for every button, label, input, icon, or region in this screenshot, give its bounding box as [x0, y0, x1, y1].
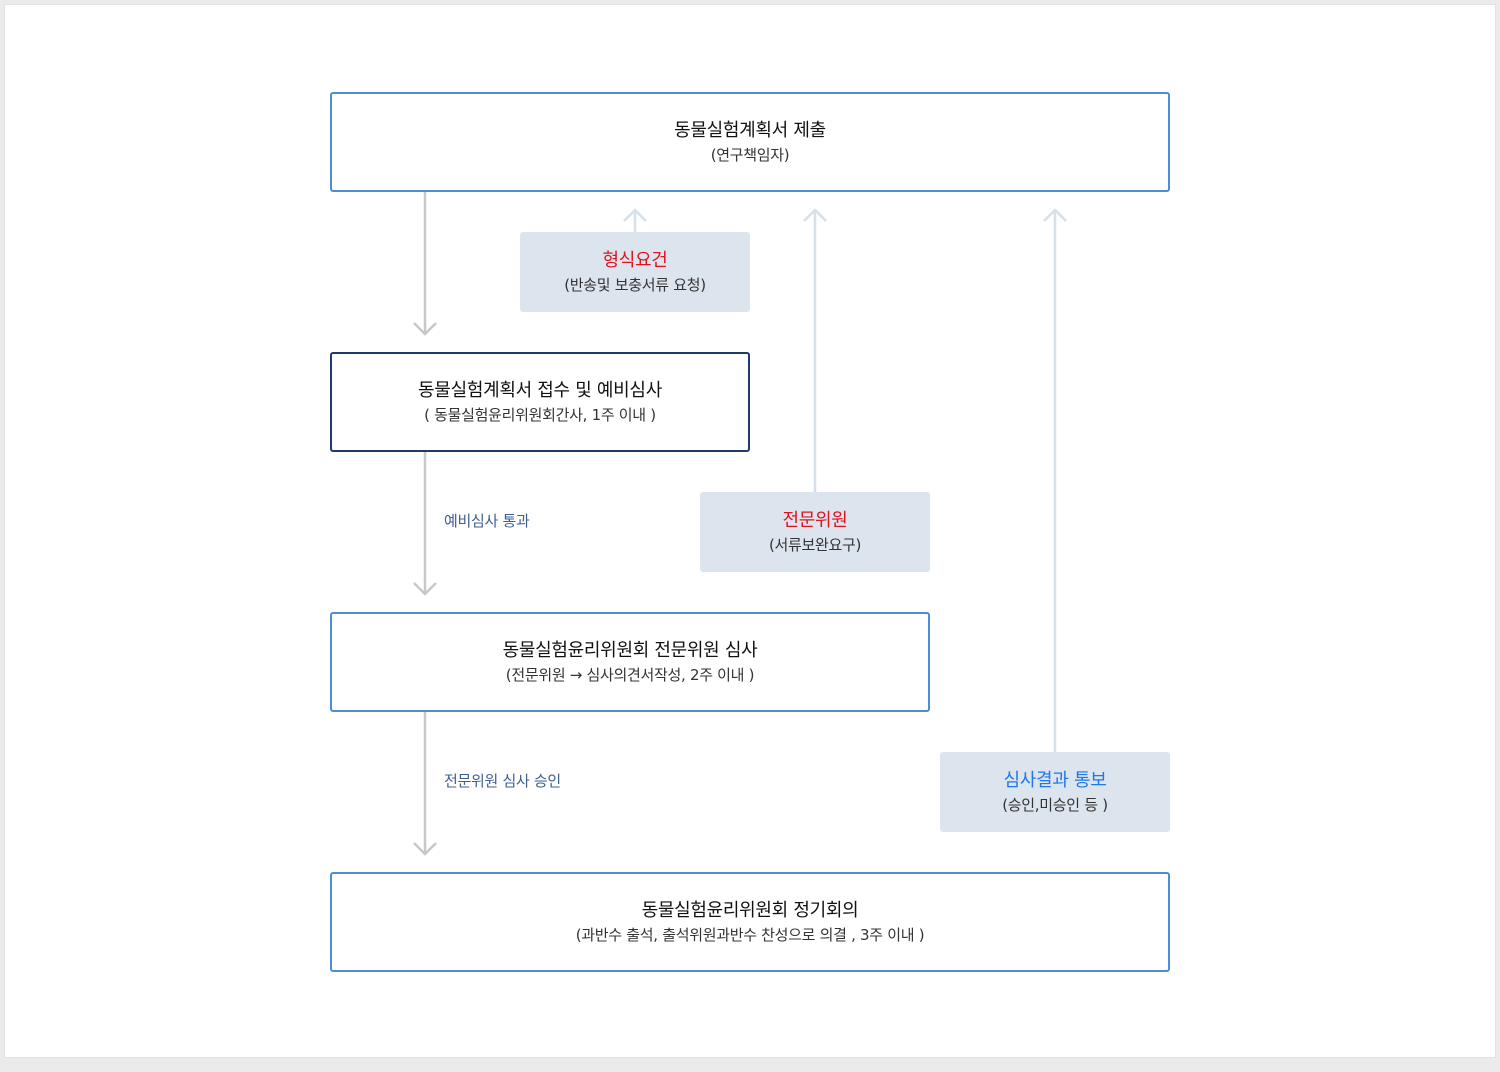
- feedback-subtitle: (승인,미승인 등 ): [1002, 796, 1108, 814]
- up-arrow-expert: [803, 208, 827, 492]
- feedback-review-result: 심사결과 통보 (승인,미승인 등 ): [940, 752, 1170, 832]
- edge-label-expert-approved: 전문위원 심사 승인: [444, 772, 561, 790]
- down-arrow-2: [413, 452, 437, 596]
- down-arrow-3: [413, 712, 437, 856]
- feedback-title: 심사결과 통보: [1003, 770, 1107, 791]
- step-receipt-preliminary-review: 동물실험계획서 접수 및 예비심사 ( 동물실험윤리위원회간사, 1주 이내 ): [330, 352, 750, 452]
- step-subtitle: (과반수 출석, 출석위원과반수 찬성으로 의결 , 3주 이내 ): [575, 926, 925, 944]
- edge-label-preliminary-passed: 예비심사 통과: [444, 512, 530, 530]
- step-submit-plan: 동물실험계획서 제출 (연구책임자): [330, 92, 1170, 192]
- step-subtitle: (전문위원 → 심사의견서작성, 2주 이내 ): [505, 666, 755, 684]
- up-arrow-result: [1043, 208, 1067, 752]
- feedback-title: 형식요건: [602, 250, 668, 271]
- feedback-expert-member: 전문위원 (서류보완요구): [700, 492, 930, 572]
- feedback-title: 전문위원: [782, 510, 848, 531]
- feedback-subtitle: (서류보완요구): [768, 536, 862, 554]
- step-subtitle: ( 동물실험윤리위원회간사, 1주 이내 ): [424, 406, 656, 424]
- feedback-subtitle: (반송및 보충서류 요청): [564, 276, 706, 294]
- step-title: 동물실험윤리위원회 전문위원 심사: [502, 640, 758, 661]
- down-arrow-1: [413, 192, 437, 336]
- step-regular-meeting: 동물실험윤리위원회 정기회의 (과반수 출석, 출석위원과반수 찬성으로 의결 …: [330, 872, 1170, 972]
- step-subtitle: (연구책임자): [710, 146, 790, 164]
- step-title: 동물실험계획서 접수 및 예비심사: [418, 380, 662, 401]
- step-title: 동물실험윤리위원회 정기회의: [641, 900, 859, 921]
- up-arrow-formal: [623, 208, 647, 232]
- feedback-formal-requirements: 형식요건 (반송및 보충서류 요청): [520, 232, 750, 312]
- step-expert-review: 동물실험윤리위원회 전문위원 심사 (전문위원 → 심사의견서작성, 2주 이내…: [330, 612, 930, 712]
- step-title: 동물실험계획서 제출: [674, 120, 826, 141]
